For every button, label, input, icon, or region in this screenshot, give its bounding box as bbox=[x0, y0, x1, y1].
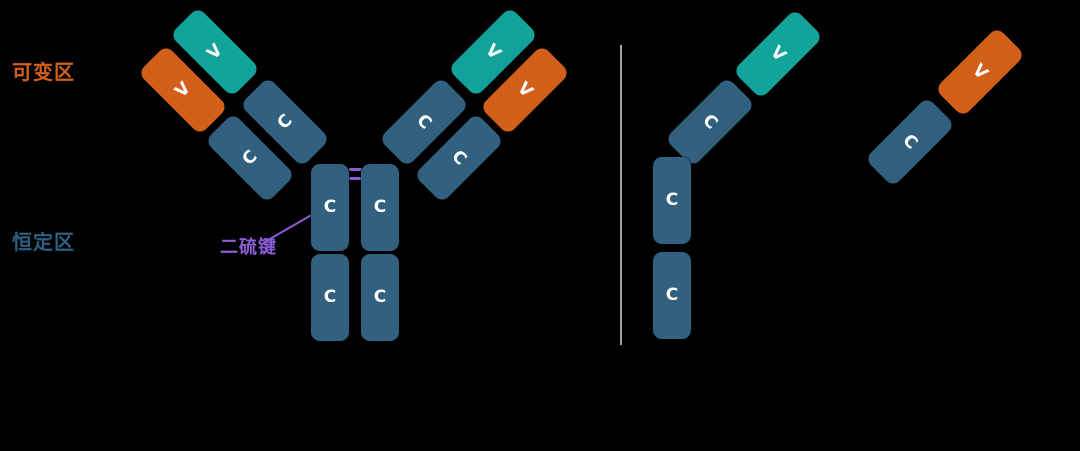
stem-right-constant-domain-1: C bbox=[361, 163, 399, 251]
hinge-disulfide-bond-2 bbox=[349, 177, 362, 180]
domain-letter: C bbox=[238, 146, 262, 170]
heavy-chain-fragment-constant-domain-3: C bbox=[653, 251, 691, 339]
domain-letter: C bbox=[323, 286, 337, 307]
constant-region-label: 恒定区 bbox=[12, 230, 75, 254]
domain-letter: C bbox=[412, 110, 436, 134]
domain-letter: C bbox=[698, 110, 722, 134]
domain-letter: V bbox=[481, 39, 506, 64]
domain-letter: C bbox=[323, 196, 337, 217]
domain-letter: V bbox=[766, 41, 791, 66]
domain-letter: V bbox=[513, 77, 538, 102]
domain-letter: C bbox=[898, 130, 922, 154]
heavy-chain-fragment-variable-domain: V bbox=[732, 8, 824, 100]
domain-letter: V bbox=[170, 77, 195, 102]
domain-letter: C bbox=[665, 189, 679, 210]
domain-letter: C bbox=[447, 146, 471, 170]
hinge-disulfide-bond-1 bbox=[349, 168, 362, 171]
heavy-chain-fragment-constant-domain: C bbox=[664, 76, 756, 168]
domain-letter: C bbox=[665, 284, 679, 305]
stem-right-constant-domain-2: C bbox=[361, 253, 399, 341]
stem-left-constant-domain-1: C bbox=[311, 163, 349, 251]
domain-letter: C bbox=[373, 286, 387, 307]
light-chain-fragment-variable-domain: V bbox=[934, 26, 1026, 118]
domain-letter: C bbox=[373, 196, 387, 217]
stem-left-constant-domain-2: C bbox=[311, 253, 349, 341]
domain-letter: C bbox=[273, 110, 297, 134]
domain-letter: V bbox=[968, 59, 993, 84]
light-chain-fragment-constant-domain: C bbox=[864, 96, 956, 188]
domain-letter: V bbox=[202, 39, 227, 64]
heavy-chain-fragment-constant-domain-2: C bbox=[653, 156, 691, 244]
divider-line bbox=[620, 45, 622, 345]
disulfide-bond-label: 二硫键 bbox=[220, 237, 277, 258]
variable-region-label: 可变区 bbox=[12, 60, 75, 84]
